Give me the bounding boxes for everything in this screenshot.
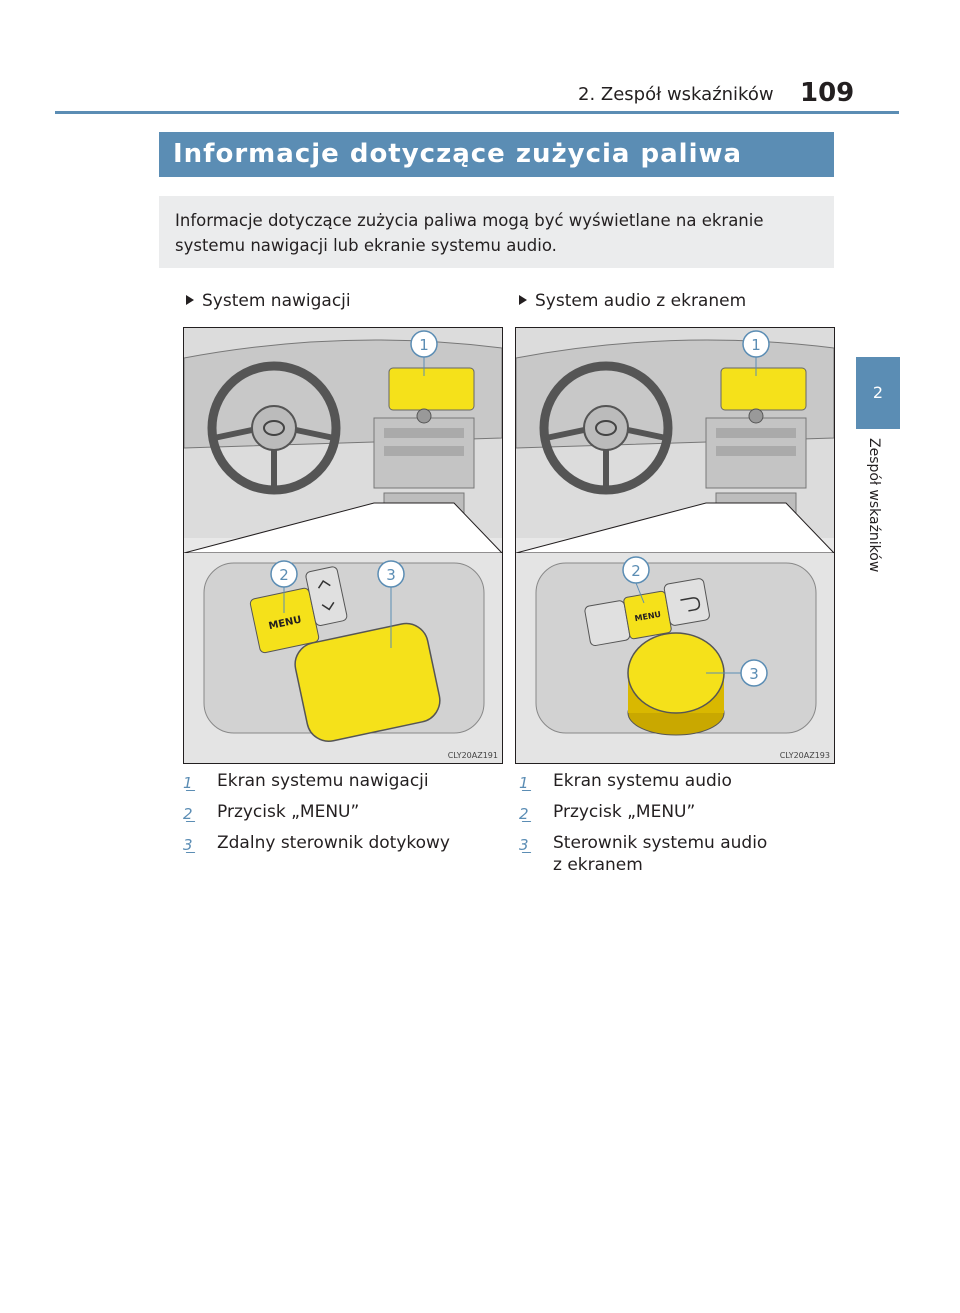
header-rule (55, 111, 899, 114)
chapter-tab-label: Zespół wskaźników (866, 438, 882, 573)
legend-text: Sterownik systemu audio z ekranem (553, 833, 768, 875)
callout-3: 3 (749, 665, 759, 683)
figure-navigation-illustration: MENU 1 2 3 (184, 328, 502, 763)
legend-number: 1 (519, 772, 533, 792)
legend-text: Przycisk „MENU” (217, 802, 360, 822)
figure-code: CLY20AZ193 (779, 751, 830, 760)
legend-text: Przycisk „MENU” (553, 802, 696, 822)
figure-audio-system: MENU 1 2 3 CLY20AZ193 (515, 327, 835, 764)
subheading-navigation: System nawigacji (186, 291, 351, 311)
figure-code: CLY20AZ191 (447, 751, 498, 760)
subheading-navigation-text: System nawigacji (202, 291, 351, 311)
chapter-tab-number: 2 (872, 383, 884, 402)
legend-number: 2 (519, 803, 533, 823)
intro-box: Informacje dotyczące zużycia paliwa mogą… (159, 196, 834, 268)
callout-2: 2 (279, 566, 289, 584)
triangle-bullet-icon (519, 295, 527, 305)
figure-audio-illustration: MENU 1 2 3 (516, 328, 834, 763)
subheading-audio: System audio z ekranem (519, 291, 746, 311)
page-number: 109 (800, 78, 855, 108)
legend-number: 2 (183, 803, 197, 823)
legend-text: Ekran systemu nawigacji (217, 771, 429, 791)
section-title-bar: Informacje dotyczące zużycia paliwa (159, 132, 834, 177)
callout-2: 2 (631, 562, 641, 580)
legend-number: 3 (519, 834, 533, 854)
triangle-bullet-icon (186, 295, 194, 305)
legend-text: Ekran systemu audio (553, 771, 732, 791)
legend-number: 3 (183, 834, 197, 854)
callout-1: 1 (419, 336, 429, 354)
figure-navigation-system: MENU 1 2 3 CLY20AZ191 (183, 327, 503, 764)
legend-text: Zdalny sterownik dotykowy (217, 833, 450, 853)
chapter-tab: 2 (856, 357, 900, 429)
subheading-audio-text: System audio z ekranem (535, 291, 747, 311)
callout-1: 1 (751, 336, 761, 354)
section-title: Informacje dotyczące zużycia paliwa (173, 139, 743, 169)
running-header-section: 2. Zespół wskaźników (578, 84, 774, 105)
callout-3: 3 (386, 566, 396, 584)
legend-number: 1 (183, 772, 197, 792)
intro-text: Informacje dotyczące zużycia paliwa mogą… (175, 211, 764, 255)
